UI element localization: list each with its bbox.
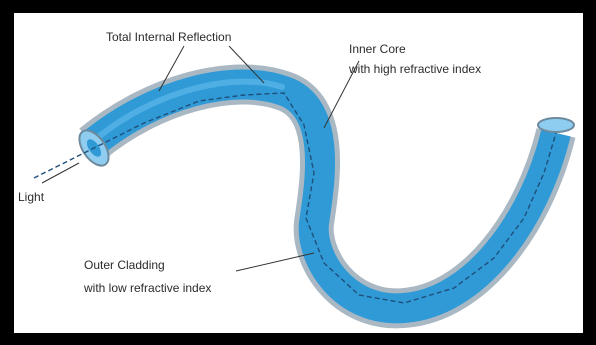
leader-light xyxy=(42,163,79,183)
label-outer-cladding-detail: with low refractive index xyxy=(83,281,211,295)
label-total-internal-reflection: Total Internal Reflection xyxy=(106,30,231,44)
diagram-canvas: Total Internal Reflection Inner Core wit… xyxy=(14,13,583,333)
inner-core xyxy=(92,85,556,309)
fiber-exit-end xyxy=(538,118,574,132)
label-inner-core-detail: with high refractive index xyxy=(348,62,481,76)
label-inner-core: Inner Core xyxy=(349,42,406,56)
label-outer-cladding: Outer Cladding xyxy=(84,258,165,272)
label-light: Light xyxy=(18,190,45,204)
optical-fiber-diagram: Total Internal Reflection Inner Core wit… xyxy=(14,13,583,333)
